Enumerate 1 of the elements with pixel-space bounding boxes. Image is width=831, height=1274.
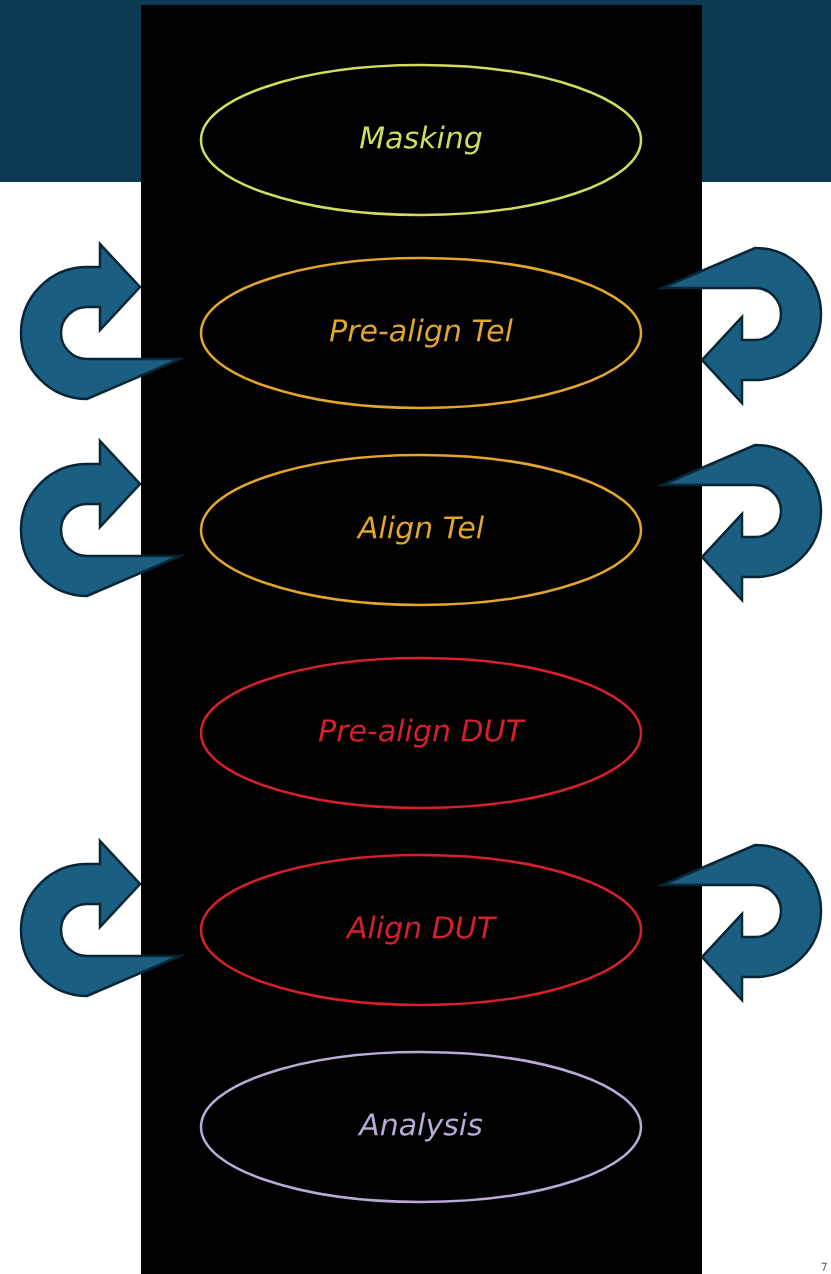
page-number: 7 — [821, 1262, 827, 1271]
